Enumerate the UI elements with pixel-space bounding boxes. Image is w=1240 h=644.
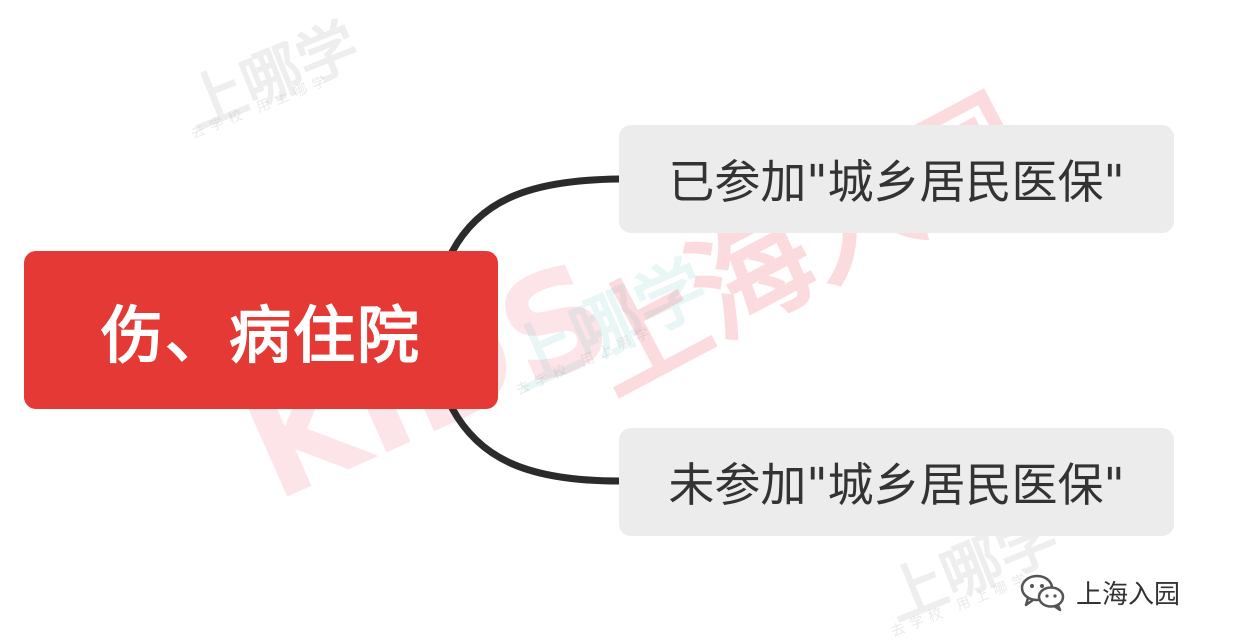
source-label: 上海入园 (1076, 579, 1181, 610)
source-attribution: 上海入园 (1020, 570, 1180, 614)
branch-node-label: 已参加"城乡居民医保" (668, 155, 1125, 209)
root-node-label: 伤、病住院 (100, 299, 421, 372)
connector-bottom (448, 404, 623, 485)
root-node[interactable]: 伤、病住院 (24, 251, 498, 409)
wechat-icon (1020, 572, 1066, 612)
branch-node-not-enrolled[interactable]: 未参加"城乡居民医保" (619, 428, 1174, 536)
connector-top (448, 175, 623, 256)
branch-node-label: 未参加"城乡居民医保" (668, 458, 1125, 512)
branch-node-enrolled[interactable]: 已参加"城乡居民医保" (619, 125, 1174, 233)
